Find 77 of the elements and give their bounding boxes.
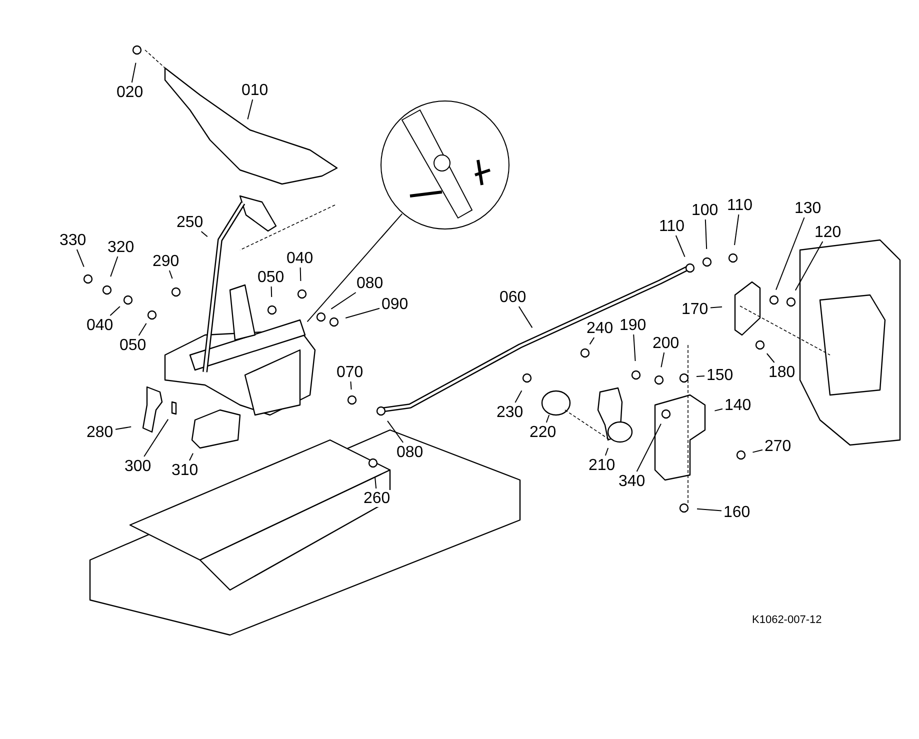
leader-line: [752, 449, 763, 453]
leader-line: [387, 420, 404, 443]
callout-number: 230: [496, 404, 524, 420]
callout-number: 100: [690, 202, 720, 218]
callout-number: 140: [724, 396, 752, 414]
leader-line: [696, 508, 722, 512]
leader-line: [138, 322, 147, 336]
callout-number: 040: [86, 316, 114, 334]
callout-number: 010: [240, 82, 270, 98]
leader-line: [710, 306, 722, 308]
leader-line: [270, 286, 272, 298]
leader-line: [350, 381, 352, 390]
callout-number: 110: [726, 196, 754, 214]
callout-number: 250: [176, 214, 204, 230]
callout-number: 200: [652, 334, 680, 352]
detail-view-circle: [380, 100, 510, 230]
callout-number: 280: [86, 424, 114, 440]
callout-number: 080: [396, 444, 424, 460]
callout-number: 150: [706, 366, 734, 384]
callout-number: 160: [722, 504, 752, 520]
leader-line: [110, 306, 120, 316]
callout-number: 170: [680, 300, 710, 318]
leader-line: [306, 213, 403, 322]
leader-line: [514, 390, 522, 403]
callout-number: 210: [588, 456, 616, 474]
leader-line: [189, 452, 194, 461]
callout-number: 180: [768, 364, 796, 380]
callout-number: 110: [658, 218, 686, 234]
drawing-number: K1062-007-12: [752, 614, 822, 626]
leader-line: [633, 334, 636, 362]
callout-number: 320: [106, 238, 136, 256]
callout-number: 300: [124, 458, 152, 474]
callout-number: 310: [170, 462, 200, 478]
leader-line: [696, 376, 705, 377]
callout-number: 090: [380, 296, 410, 312]
callout-number: 060: [498, 288, 528, 306]
leader-line: [518, 306, 533, 328]
leader-line: [704, 219, 708, 250]
leader-line: [766, 353, 775, 363]
leader-line: [374, 476, 377, 489]
callout-number: 120: [814, 224, 842, 240]
callout-number: 270: [764, 438, 792, 454]
leader-line: [110, 256, 118, 278]
callout-number: 220: [528, 424, 558, 440]
leader-line: [714, 408, 723, 412]
callout-number: 070: [336, 364, 364, 380]
leader-line: [776, 217, 805, 290]
leader-line: [794, 241, 824, 291]
leader-line: [589, 337, 595, 345]
callout-number: 240: [586, 320, 614, 336]
leader-line: [660, 352, 665, 368]
callout-number: 050: [256, 268, 286, 286]
leader-line: [131, 62, 136, 83]
leader-line: [300, 267, 302, 282]
callout-number: 040: [286, 250, 314, 266]
leader-line: [247, 99, 254, 120]
callout-number: 340: [618, 472, 646, 490]
leader-line: [345, 308, 380, 318]
callout-number: 330: [58, 232, 88, 248]
leader-line: [604, 448, 609, 456]
leader-line: [675, 235, 686, 258]
callout-number: 080: [356, 274, 384, 292]
leader-line: [330, 292, 356, 310]
leader-line: [200, 231, 208, 238]
callout-number: 260: [362, 490, 392, 506]
callout-number: 290: [152, 252, 180, 270]
leader-line: [546, 414, 550, 423]
leader-line: [168, 270, 173, 280]
callout-number: 190: [618, 316, 648, 334]
callout-number: 020: [116, 84, 144, 100]
leader-line: [76, 249, 84, 268]
leader-line: [115, 426, 132, 430]
callout-number: 050: [118, 336, 148, 354]
callout-number: 130: [794, 200, 822, 216]
leader-line: [144, 418, 169, 457]
leader-line: [636, 423, 662, 472]
leader-line: [734, 214, 740, 246]
